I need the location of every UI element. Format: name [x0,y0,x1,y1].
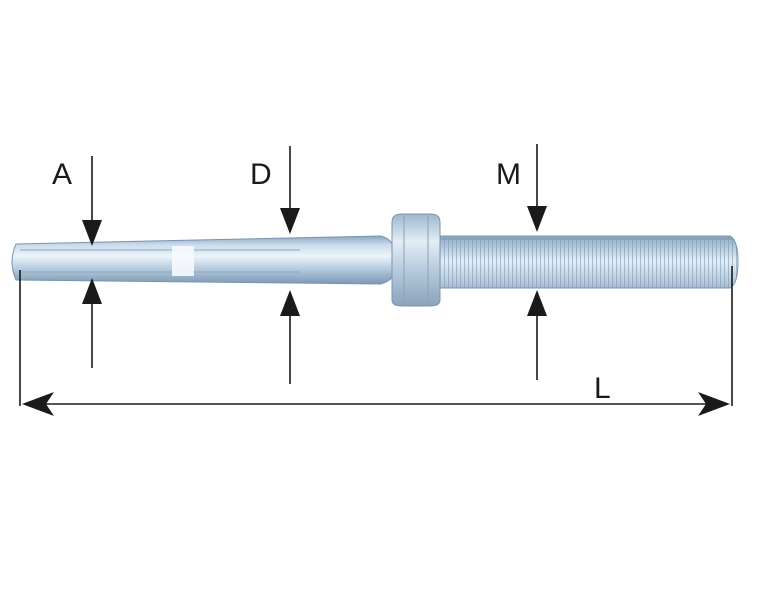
label-a: A [52,158,72,191]
label-l: L [594,372,611,405]
dimension-a: A [52,156,102,368]
dimension-d: D [250,146,300,384]
threaded-stud [439,235,739,289]
label-m: M [496,158,521,191]
hex-nut [391,213,441,307]
dimension-m: M [496,144,547,380]
dimension-l: L [19,266,733,416]
swage-shank [11,235,397,285]
label-d: D [250,158,272,191]
